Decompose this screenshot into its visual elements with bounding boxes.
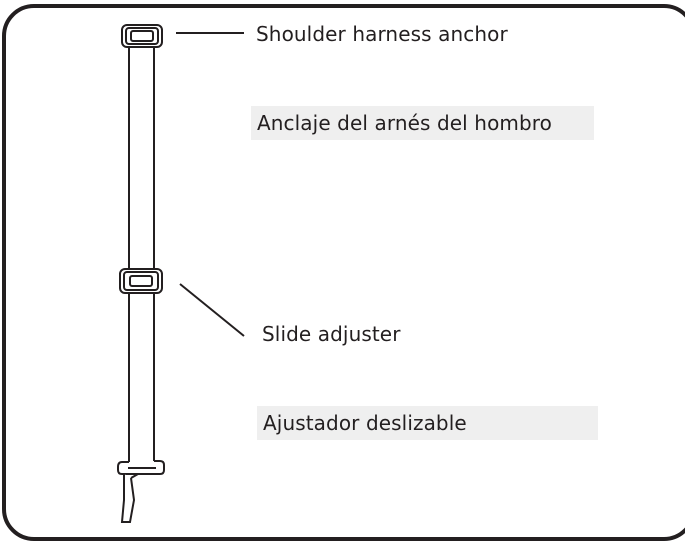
slide-adjuster-leader-line: [179, 283, 245, 337]
shoulder-anchor-translation: Anclaje del arnés del hombro: [251, 106, 594, 140]
strap-end-hook-icon: [117, 460, 165, 523]
slide-adjuster-buckle-icon: [119, 268, 163, 294]
harness-strap: [128, 46, 155, 462]
shoulder-anchor-label: Shoulder harness anchor: [256, 22, 508, 46]
slide-adjuster-label: Slide adjuster: [262, 322, 401, 346]
diagram-border: [2, 4, 685, 541]
slide-adjuster-translation: Ajustador deslizable: [257, 406, 598, 440]
shoulder-anchor-buckle-icon: [121, 24, 163, 48]
